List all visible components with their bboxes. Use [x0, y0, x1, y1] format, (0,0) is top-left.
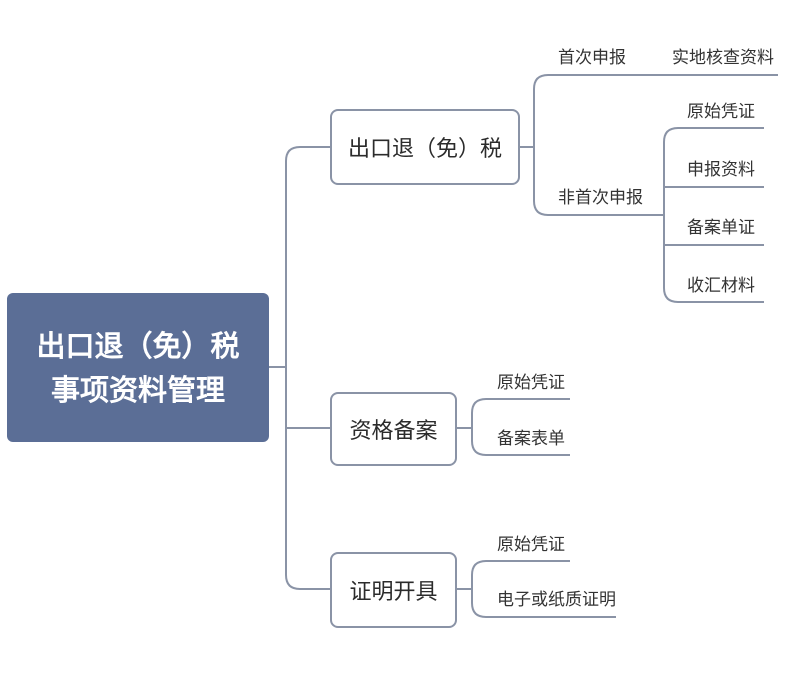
branch-qualification-filing[interactable]: 资格备案	[330, 392, 457, 466]
leaf-original-voucher[interactable]: 原始凭证	[687, 102, 755, 122]
leaf-site-inspection[interactable]: 实地核查资料	[672, 48, 774, 68]
root-title-line2: 事项资料管理	[50, 372, 225, 407]
branch-export-refund[interactable]: 出口退（免）税	[330, 109, 520, 185]
subbranch-non-first-declare[interactable]: 非首次申报	[558, 188, 643, 208]
subbranch-first-declare[interactable]: 首次申报	[558, 48, 626, 68]
branch-label: 资格备案	[349, 419, 438, 444]
leaf-declaration-materials[interactable]: 申报资料	[687, 160, 755, 180]
root-node[interactable]: 出口退（免）税 事项资料管理	[7, 293, 269, 442]
branch-certificate-issuance[interactable]: 证明开具	[330, 552, 457, 628]
leaf-original-voucher[interactable]: 原始凭证	[497, 535, 565, 555]
connector-nf-fork	[663, 127, 679, 303]
connector-trunk	[285, 146, 301, 590]
branch-label: 出口退（免）税	[347, 137, 502, 162]
connector-b1-fork	[533, 74, 549, 216]
leaf-filing-form[interactable]: 备案表单	[497, 429, 565, 449]
leaf-forex-materials[interactable]: 收汇材料	[687, 276, 755, 296]
branch-label: 证明开具	[349, 580, 438, 605]
connector-b3-fork	[471, 560, 487, 618]
leaf-original-voucher[interactable]: 原始凭证	[497, 373, 565, 393]
root-title-line1: 出口退（免）税	[36, 328, 240, 363]
leaf-electronic-paper-certificate[interactable]: 电子或纸质证明	[497, 590, 616, 610]
connector-b2-fork	[471, 398, 487, 456]
leaf-filing-documents[interactable]: 备案单证	[687, 218, 755, 238]
